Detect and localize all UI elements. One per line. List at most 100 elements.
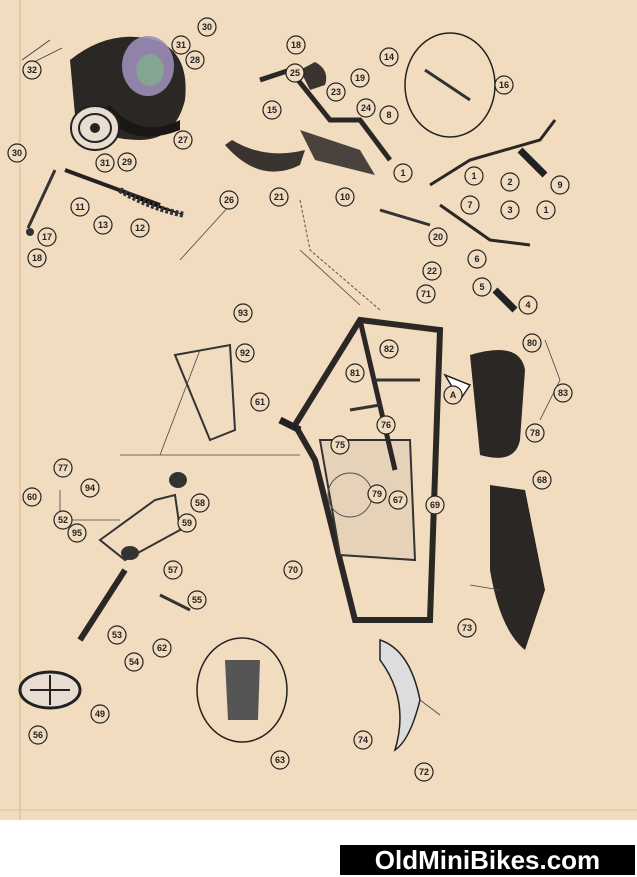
callout-58: 58 xyxy=(190,493,210,513)
callout-label: 79 xyxy=(372,489,382,499)
callout-label: 4 xyxy=(525,300,530,310)
callout-55: 55 xyxy=(187,590,207,610)
callout-11: 11 xyxy=(70,197,90,217)
callout-9: 9 xyxy=(550,175,570,195)
callout-label: 30 xyxy=(12,148,22,158)
callout-label: 70 xyxy=(288,565,298,575)
callout-label: 58 xyxy=(195,498,205,508)
callout-label: 61 xyxy=(255,397,265,407)
callout-61: 61 xyxy=(250,392,270,412)
callout-6: 6 xyxy=(467,249,487,269)
callout-label: 1 xyxy=(471,171,476,181)
callout-83: 83 xyxy=(553,383,573,403)
callout-79: 79 xyxy=(367,484,387,504)
callout-label: 1 xyxy=(400,168,405,178)
callout-label: 95 xyxy=(72,528,82,538)
callout-label: 63 xyxy=(275,755,285,765)
callout-label: 1 xyxy=(543,205,548,215)
callout-label: 29 xyxy=(122,157,132,167)
watermark-logo: OldMiniBikes.com xyxy=(340,845,635,875)
callout-label: 7 xyxy=(467,200,472,210)
callout-25: 25 xyxy=(285,63,305,83)
callout-7: 7 xyxy=(460,195,480,215)
callout-72: 72 xyxy=(414,762,434,782)
callout-label: 52 xyxy=(58,515,68,525)
callout-label: 80 xyxy=(527,338,537,348)
callout-A: A xyxy=(443,385,463,405)
rear-drive-assembly xyxy=(18,343,288,743)
callout-26: 26 xyxy=(219,190,239,210)
seat-and-tank xyxy=(379,350,545,752)
callout-31: 31 xyxy=(171,35,191,55)
callout-label: 24 xyxy=(361,103,371,113)
callout-92: 92 xyxy=(235,343,255,363)
callout-80: 80 xyxy=(522,333,542,353)
callout-13: 13 xyxy=(93,215,113,235)
callout-20: 20 xyxy=(428,227,448,247)
callout-label: 12 xyxy=(135,223,145,233)
callout-78: 78 xyxy=(525,423,545,443)
callout-label: 76 xyxy=(381,420,391,430)
callout-4: 4 xyxy=(518,295,538,315)
callout-17: 17 xyxy=(37,227,57,247)
callout-54: 54 xyxy=(124,652,144,672)
callout-label: 59 xyxy=(182,518,192,528)
callout-label: 32 xyxy=(27,65,37,75)
callout-94: 94 xyxy=(80,478,100,498)
callout-label: 11 xyxy=(75,202,85,212)
callout-label: 25 xyxy=(290,68,300,78)
callout-label: 82 xyxy=(384,344,394,354)
callout-74: 74 xyxy=(353,730,373,750)
callout-27: 27 xyxy=(173,130,193,150)
callout-label: 2 xyxy=(507,177,512,187)
callout-label: 14 xyxy=(384,52,394,62)
callout-77: 77 xyxy=(53,458,73,478)
callout-label: 31 xyxy=(100,158,110,168)
leader-lines xyxy=(27,47,561,716)
callout-53: 53 xyxy=(107,625,127,645)
callout-label: 68 xyxy=(537,475,547,485)
callout-22: 22 xyxy=(422,261,442,281)
callout-label: 60 xyxy=(27,492,37,502)
callout-30: 30 xyxy=(197,17,217,37)
callout-30b: 30 xyxy=(7,143,27,163)
callout-label: 21 xyxy=(274,192,284,202)
callout-label: 20 xyxy=(433,232,443,242)
callout-95: 95 xyxy=(67,523,87,543)
callout-label: 69 xyxy=(430,500,440,510)
callout-24: 24 xyxy=(356,98,376,118)
callout-label: 81 xyxy=(350,368,360,378)
callout-1c: 1 xyxy=(536,200,556,220)
callout-19: 19 xyxy=(350,68,370,88)
callout-label: 6 xyxy=(474,254,479,264)
callout-68: 68 xyxy=(532,470,552,490)
callout-60: 60 xyxy=(22,487,42,507)
callout-label: 5 xyxy=(479,282,484,292)
callout-29: 29 xyxy=(117,152,137,172)
callout-2: 2 xyxy=(500,172,520,192)
callout-10: 10 xyxy=(335,187,355,207)
main-frame xyxy=(278,316,444,623)
callout-label: 28 xyxy=(190,55,200,65)
callout-52: 52 xyxy=(53,510,73,530)
callout-label: 94 xyxy=(85,483,95,493)
callout-69: 69 xyxy=(425,495,445,515)
callout-label: 93 xyxy=(238,308,248,318)
callout-56: 56 xyxy=(28,725,48,745)
callout-label: 10 xyxy=(340,192,350,202)
callout-82: 82 xyxy=(379,339,399,359)
callout-label: 57 xyxy=(168,565,178,575)
callout-57: 57 xyxy=(163,560,183,580)
callout-label: 77 xyxy=(58,463,68,473)
callout-label: 56 xyxy=(33,730,43,740)
callout-18b: 18 xyxy=(286,35,306,55)
callout-93: 93 xyxy=(233,303,253,323)
callout-76: 76 xyxy=(376,415,396,435)
callout-label: 13 xyxy=(98,220,108,230)
callout-28: 28 xyxy=(185,50,205,70)
callout-label: 53 xyxy=(112,630,122,640)
callout-label: 31 xyxy=(176,40,186,50)
callout-label: 23 xyxy=(331,87,341,97)
